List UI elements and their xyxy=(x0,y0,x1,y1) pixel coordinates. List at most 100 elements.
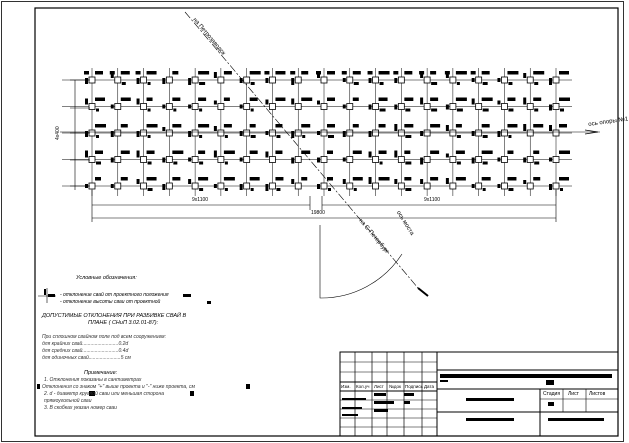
pile-deviation-mark xyxy=(162,127,166,131)
tolerance-row-3-text: для одиночных свай......................… xyxy=(42,355,131,361)
pile-deviation-mark xyxy=(455,71,467,75)
pile xyxy=(449,156,457,163)
pile-deviation-mark xyxy=(265,131,269,135)
pile-deviation-mark xyxy=(85,131,88,137)
tb-header-list-text: Лист xyxy=(374,384,384,389)
pile-deviation-mark xyxy=(367,71,373,75)
pile-deviation-mark xyxy=(198,150,206,154)
pile-deviation-mark xyxy=(420,179,424,184)
pile xyxy=(552,156,560,163)
pile-deviation-mark xyxy=(481,150,493,154)
pile-deviation-mark xyxy=(481,177,491,181)
pile-deviation-mark xyxy=(368,104,372,110)
pile-deviation-mark xyxy=(404,71,413,75)
pile xyxy=(346,103,354,110)
pile-deviation-mark xyxy=(136,131,140,137)
pile-deviation-mark xyxy=(301,150,311,154)
tb-header-izm: Изм. xyxy=(341,384,351,390)
left-span-text: 9x1100 xyxy=(192,197,209,203)
pile-deviation-mark xyxy=(275,71,286,75)
note-2c: прямоугольной сваи xyxy=(44,399,91,404)
pile xyxy=(397,182,405,190)
pile xyxy=(475,182,483,190)
pile xyxy=(217,182,225,190)
pile-height-mark xyxy=(96,161,101,165)
right-span-dimension: 9x1100 xyxy=(424,198,440,203)
pile-deviation-mark xyxy=(188,179,192,184)
total-text: 19800 xyxy=(311,210,325,216)
pile-deviation-mark xyxy=(317,100,320,105)
pile-deviation-mark xyxy=(549,184,552,190)
pile-deviation-mark xyxy=(523,180,527,184)
pile-deviation-mark xyxy=(497,100,501,105)
pile xyxy=(88,156,96,163)
pile-deviation-mark xyxy=(404,97,414,101)
legend-title-text: Условные обозначения: xyxy=(76,275,137,281)
tb-header-kol: Кол.уч xyxy=(356,384,370,390)
pile-height-mark xyxy=(456,135,461,138)
pile-deviation-mark xyxy=(368,151,372,158)
pile-deviation-mark xyxy=(146,150,155,154)
pile-deviation-mark xyxy=(549,157,552,162)
pile-height-mark xyxy=(482,135,488,138)
pile-height-mark xyxy=(147,82,151,85)
pile-deviation-mark xyxy=(533,97,542,101)
pile-deviation-mark xyxy=(213,184,217,188)
drawing-frame xyxy=(34,7,619,437)
pile xyxy=(114,103,122,110)
pile-deviation-mark xyxy=(481,97,493,101)
tb-stage-label: Стадия xyxy=(543,392,560,397)
pile-deviation-mark xyxy=(445,178,449,184)
pile-deviation-mark xyxy=(188,131,192,137)
pile xyxy=(501,103,508,110)
pile-deviation-mark xyxy=(239,131,243,136)
pile-deviation-mark xyxy=(327,97,335,101)
pile xyxy=(243,103,251,110)
pile xyxy=(140,182,147,190)
pile-deviation-mark xyxy=(368,131,372,137)
pile xyxy=(269,76,276,84)
pile-deviation-mark xyxy=(471,98,475,105)
pile-deviation-mark xyxy=(327,71,335,75)
pile-deviation-mark xyxy=(291,131,295,138)
pile-deviation-mark xyxy=(275,97,286,101)
pile-deviation-mark xyxy=(342,157,346,162)
pile xyxy=(372,103,379,110)
pile-deviation-mark xyxy=(301,97,313,101)
pile-deviation-mark xyxy=(213,126,217,131)
pile xyxy=(114,129,122,137)
pile-deviation-mark xyxy=(95,71,103,75)
pile-deviation-mark xyxy=(95,97,105,101)
tb-header-sign-text: Подпись xyxy=(405,384,423,389)
pile-height-mark xyxy=(250,188,254,191)
pile-height-mark xyxy=(405,108,411,112)
notes-title-text: Примечание: xyxy=(84,370,118,376)
bridge-axis-tail xyxy=(417,287,429,297)
pile-deviation-mark xyxy=(291,78,295,85)
pile-deviation-mark xyxy=(455,150,465,154)
pile-height-mark xyxy=(508,108,514,112)
pile xyxy=(552,182,560,190)
tb-header-ndok: №док xyxy=(389,384,401,390)
pile xyxy=(552,103,560,110)
pile-deviation-mark xyxy=(188,157,192,162)
pile-deviation-mark xyxy=(239,184,243,190)
pile-deviation-mark xyxy=(507,177,517,181)
pile-deviation-mark xyxy=(110,184,114,188)
pile-deviation-mark xyxy=(497,184,501,188)
pile-deviation-mark xyxy=(327,150,333,154)
pile-height-mark xyxy=(534,108,539,112)
pile-deviation-mark xyxy=(223,124,232,128)
pile-deviation-mark xyxy=(378,124,386,128)
pile-height-mark xyxy=(199,135,203,138)
pile-deviation-mark xyxy=(352,150,362,154)
pile-deviation-mark xyxy=(533,71,545,75)
pile-height-mark xyxy=(560,108,564,112)
pile-height-mark xyxy=(250,135,256,138)
pile-height-mark xyxy=(96,135,99,138)
pile-deviation-mark xyxy=(378,150,387,154)
pile-height-mark xyxy=(173,161,178,165)
pile-deviation-mark xyxy=(172,124,182,128)
pile-height-mark xyxy=(173,108,177,112)
